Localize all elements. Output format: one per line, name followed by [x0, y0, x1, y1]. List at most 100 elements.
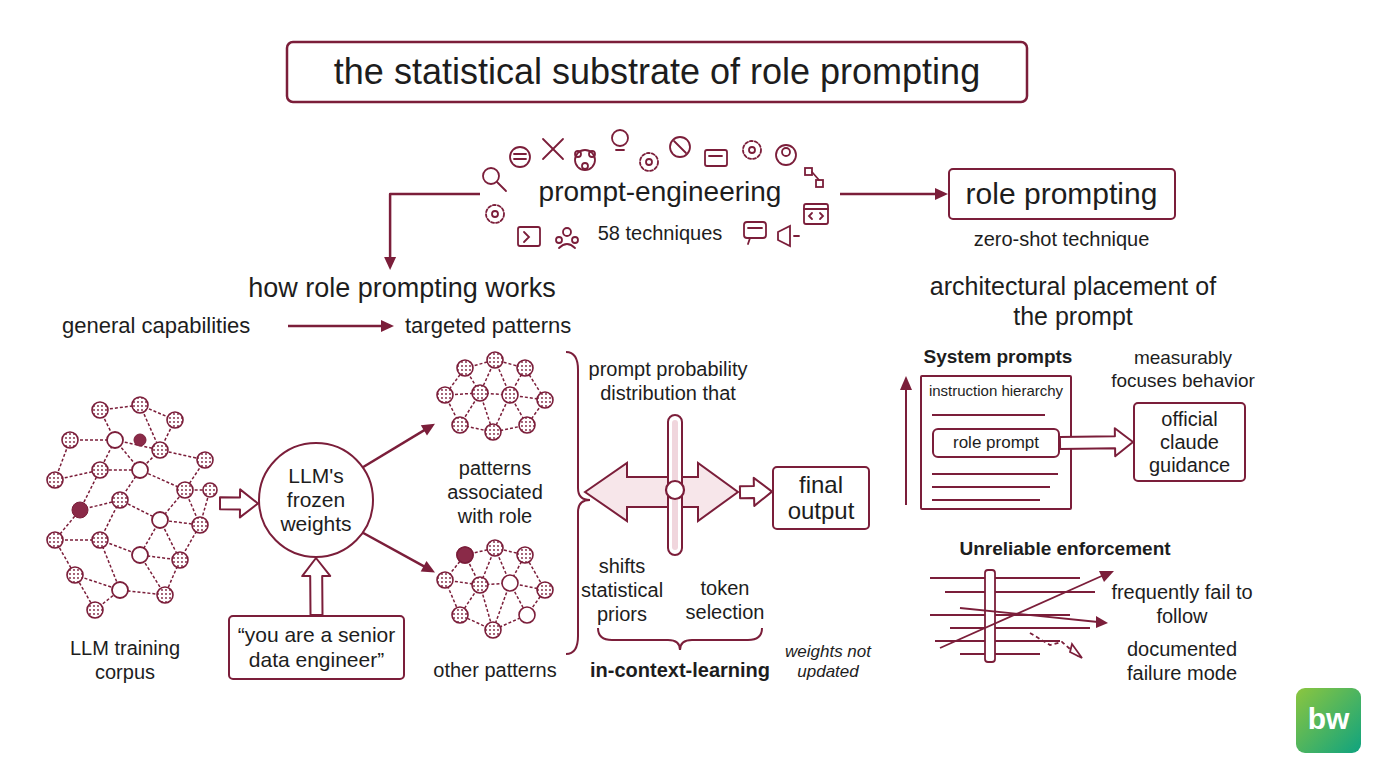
technique-icons — [640, 153, 658, 171]
enforcement-illustration — [950, 627, 1090, 629]
node-label: final output — [776, 472, 866, 525]
enforcement-illustration — [985, 570, 995, 662]
technique-icons — [563, 228, 571, 236]
pattern-network-dots — [517, 547, 533, 563]
capability-arrow — [288, 320, 394, 332]
corpus-network — [152, 442, 168, 458]
technique-icons — [543, 139, 563, 159]
corpus-network — [167, 412, 183, 428]
technique-icons — [805, 168, 812, 175]
corpus-network — [112, 582, 128, 598]
corpus-network — [203, 483, 217, 497]
pattern-network-dots — [472, 577, 488, 593]
pattern-network-dots — [452, 417, 468, 433]
technique-icons — [492, 211, 498, 217]
technique-icons — [543, 139, 563, 159]
node-sublabel: 58 techniques — [480, 221, 840, 245]
system-prompt-document: System promptsinstruction hierarchyrole … — [920, 375, 1072, 510]
technique-icons — [514, 153, 526, 155]
document-lines — [932, 499, 1040, 501]
enforcement-illustration — [930, 614, 1070, 616]
corpus-network — [132, 462, 148, 478]
technique-icons — [782, 148, 790, 156]
pattern-network — [445, 548, 545, 630]
technique-icons — [524, 232, 529, 242]
technique-icons — [743, 141, 761, 159]
note: frequently fail to follow — [1107, 580, 1257, 628]
context-brace — [598, 628, 762, 650]
hierarchy-arrow — [900, 376, 912, 505]
technique-icons — [674, 141, 686, 153]
connector — [390, 194, 480, 259]
node-label: LLM's frozen weights — [268, 464, 364, 536]
brand-logo: bw — [1296, 701, 1361, 737]
pattern-network-dots — [452, 607, 468, 623]
output-box: final output — [772, 466, 870, 530]
edge-label: measurably focuses behavior — [1108, 347, 1258, 393]
section-heading: how role prompting works — [237, 270, 567, 306]
connector — [740, 478, 772, 506]
pattern-network-dots — [519, 607, 535, 623]
corpus-network — [134, 434, 146, 446]
technique-icons — [556, 237, 562, 243]
technique-cluster: prompt-engineering58 techniques — [480, 170, 840, 250]
pattern-network-dots — [502, 575, 518, 591]
connector — [384, 257, 396, 270]
corpus-network — [112, 492, 128, 508]
brand-badge — [1296, 688, 1361, 753]
technique-icons — [486, 205, 504, 223]
diagram-title: the statistical substrate of role prompt… — [287, 50, 1027, 93]
corpus-network — [107, 432, 123, 448]
corpus-network — [72, 434, 146, 518]
technique-icons — [749, 147, 755, 153]
corpus-network — [132, 397, 148, 413]
corpus-network — [47, 397, 217, 618]
technique-icons — [776, 145, 796, 165]
enforcement-illustration — [930, 570, 1114, 662]
technique-icons — [575, 150, 595, 170]
technique-icons — [497, 182, 506, 191]
corpus-network — [67, 567, 83, 583]
technique-icons — [572, 237, 578, 243]
pattern-network-dots — [457, 547, 473, 563]
node-label: patterns associated with role — [435, 456, 555, 528]
title-frame — [287, 42, 1027, 102]
connector — [1060, 428, 1133, 456]
probability-slider: prompt probability distribution thatshif… — [585, 355, 740, 635]
technique-icons — [778, 226, 790, 246]
node-label: LLM training corpus — [55, 636, 195, 684]
technique-icons — [612, 130, 628, 146]
corpus-network — [152, 512, 168, 528]
technique-icons — [582, 163, 588, 169]
section-heading: architectural placement of the prompt — [923, 271, 1223, 331]
pattern-network-dots — [437, 387, 453, 403]
technique-icons — [804, 204, 828, 224]
corpus-network — [177, 482, 193, 498]
technique-box: role promptingzero-shot technique — [948, 168, 1176, 220]
connector — [220, 489, 258, 517]
pattern-network-dots — [519, 417, 535, 433]
document-lines — [932, 473, 1058, 475]
pattern-network-dots — [437, 572, 453, 588]
corpus-network — [92, 462, 108, 478]
connector — [421, 561, 435, 573]
corpus-network — [132, 547, 148, 563]
node-label: “you are a senior data engineer” — [232, 623, 402, 671]
corpus-network — [92, 532, 108, 548]
enforcement-illustration — [930, 577, 1080, 579]
technique-icons — [670, 137, 690, 157]
flow-label: targeted patterns — [405, 313, 605, 339]
pattern-network-dots — [457, 547, 473, 563]
pattern-network — [445, 360, 545, 432]
corpus-network — [197, 452, 213, 468]
technique-icons — [575, 151, 581, 157]
corpus-network — [92, 402, 108, 418]
technique-icons — [709, 155, 722, 157]
technique-icons — [809, 213, 812, 219]
hierarchy-arrow — [905, 388, 907, 505]
note: weights not updated — [778, 642, 878, 681]
technique-icons — [748, 238, 750, 244]
pattern-network: other patterns — [420, 535, 570, 685]
enforcement-illustration — [960, 608, 1098, 622]
pattern-network-dots — [537, 582, 553, 598]
